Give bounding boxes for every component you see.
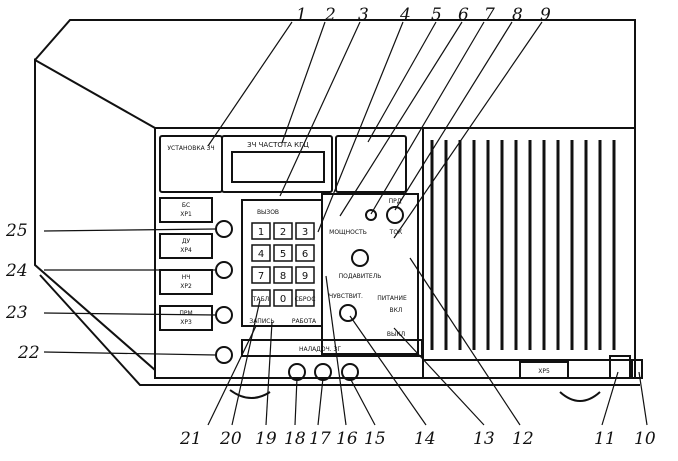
label-podav: ПОДАВИТЕЛЬ xyxy=(339,273,382,280)
label-power: МОЩНОСТЬ xyxy=(329,229,367,236)
label-xp5: ХР5 xyxy=(538,368,550,375)
label-nch: НЧ xyxy=(182,274,191,281)
plate-prm xyxy=(159,305,213,331)
label-zapis: ЗАПИСЬ xyxy=(249,318,274,325)
label-du: ДУ xyxy=(182,238,191,245)
callout-3: 3 xyxy=(358,5,369,25)
callout-14: 14 xyxy=(414,429,436,449)
connector-xp3 xyxy=(215,306,233,324)
foot-right xyxy=(559,391,601,402)
callout-22: 22 xyxy=(17,343,40,363)
label-prm: ПРМ xyxy=(179,310,192,317)
label-rabota: РАБОТА xyxy=(292,318,317,325)
callout-10: 10 xyxy=(634,429,656,449)
prd-button xyxy=(386,206,404,224)
label-xp1: ХР1 xyxy=(180,211,192,218)
key-0: 0 xyxy=(280,294,286,305)
callout-23: 23 xyxy=(5,303,28,323)
callout-21: 21 xyxy=(179,429,202,449)
label-pitanie: ПИТАНИЕ xyxy=(377,295,407,302)
label-bs: БС xyxy=(182,202,190,209)
prd-lamp xyxy=(365,209,377,221)
label-vykl: ВЫКЛ xyxy=(387,331,405,338)
key-6: 6 xyxy=(302,249,308,260)
blank-plate xyxy=(335,135,407,193)
freq-display-frame xyxy=(221,135,333,193)
callout-19: 19 xyxy=(255,429,277,449)
vent-louvers xyxy=(430,140,616,350)
housing-left-slant xyxy=(34,58,156,373)
key-sbros: СБРОС xyxy=(295,296,316,303)
callout-2: 2 xyxy=(324,5,336,25)
callout-1: 1 xyxy=(296,5,307,25)
callout-9: 9 xyxy=(540,5,551,25)
callout-24: 24 xyxy=(5,261,28,281)
label-xp3: ХР3 xyxy=(180,319,192,326)
freq-display xyxy=(231,151,325,183)
key-4: 4 xyxy=(258,249,264,260)
label-xp4: ХР4 xyxy=(180,247,192,254)
callout-5: 5 xyxy=(431,5,442,25)
key-1: 1 xyxy=(258,227,264,238)
callout-17: 17 xyxy=(309,429,331,449)
label-xp2: ХР2 xyxy=(180,283,192,290)
callout-12: 12 xyxy=(512,429,534,449)
label-call: ВЫЗОВ xyxy=(257,209,279,216)
key-7: 7 xyxy=(258,271,264,282)
part-11 xyxy=(609,355,631,379)
key-tabl: ТАБЛ xyxy=(252,296,269,303)
pot-15 xyxy=(341,363,359,381)
label-sens: ЧУВСТВИТ. xyxy=(329,293,363,300)
callout-18: 18 xyxy=(284,429,306,449)
key-5: 5 xyxy=(280,249,286,260)
label-prd: ПРД xyxy=(389,198,402,205)
leader-lines xyxy=(43,21,648,426)
plate-bs xyxy=(159,197,213,223)
callout-11: 11 xyxy=(594,429,616,449)
housing-bottom xyxy=(39,274,640,386)
keypad-keys xyxy=(251,222,315,307)
callout-25: 25 xyxy=(5,221,28,241)
callout-4: 4 xyxy=(399,5,411,25)
label-freq: ЗЧ ЧАСТОТА КГЦ xyxy=(247,141,309,149)
part-10 xyxy=(631,359,643,379)
label-vkl: ВКЛ xyxy=(390,307,403,314)
callout-8: 8 xyxy=(512,5,523,25)
callout-7: 7 xyxy=(484,5,495,25)
connector-xp2 xyxy=(215,261,233,279)
callout-15: 15 xyxy=(364,429,386,449)
power-knob xyxy=(351,249,369,267)
key-9: 9 xyxy=(302,271,308,282)
callout-16: 16 xyxy=(336,429,358,449)
callout-6: 6 xyxy=(458,5,469,25)
keypad-panel xyxy=(241,199,323,327)
tuning-panel xyxy=(321,193,419,355)
key-8: 8 xyxy=(280,271,286,282)
callout-13: 13 xyxy=(473,429,495,449)
key-2: 2 xyxy=(280,227,286,238)
label-setup: УСТАНОВКА ЗЧ xyxy=(167,145,214,152)
label-bottom-strip: НАЛАДОЧ. ЗГ xyxy=(299,346,341,353)
housing-side xyxy=(34,19,636,128)
label-tok: ТОК xyxy=(389,229,403,236)
callout-20: 20 xyxy=(219,429,242,449)
key-3: 3 xyxy=(302,227,308,238)
xp5-plate xyxy=(519,361,569,379)
connector-xp1 xyxy=(215,220,233,238)
foot-left xyxy=(229,389,271,399)
vent-panel xyxy=(422,127,636,361)
connector-xp4 xyxy=(215,346,233,364)
sens-knob xyxy=(339,304,357,322)
plate-du xyxy=(159,233,213,259)
